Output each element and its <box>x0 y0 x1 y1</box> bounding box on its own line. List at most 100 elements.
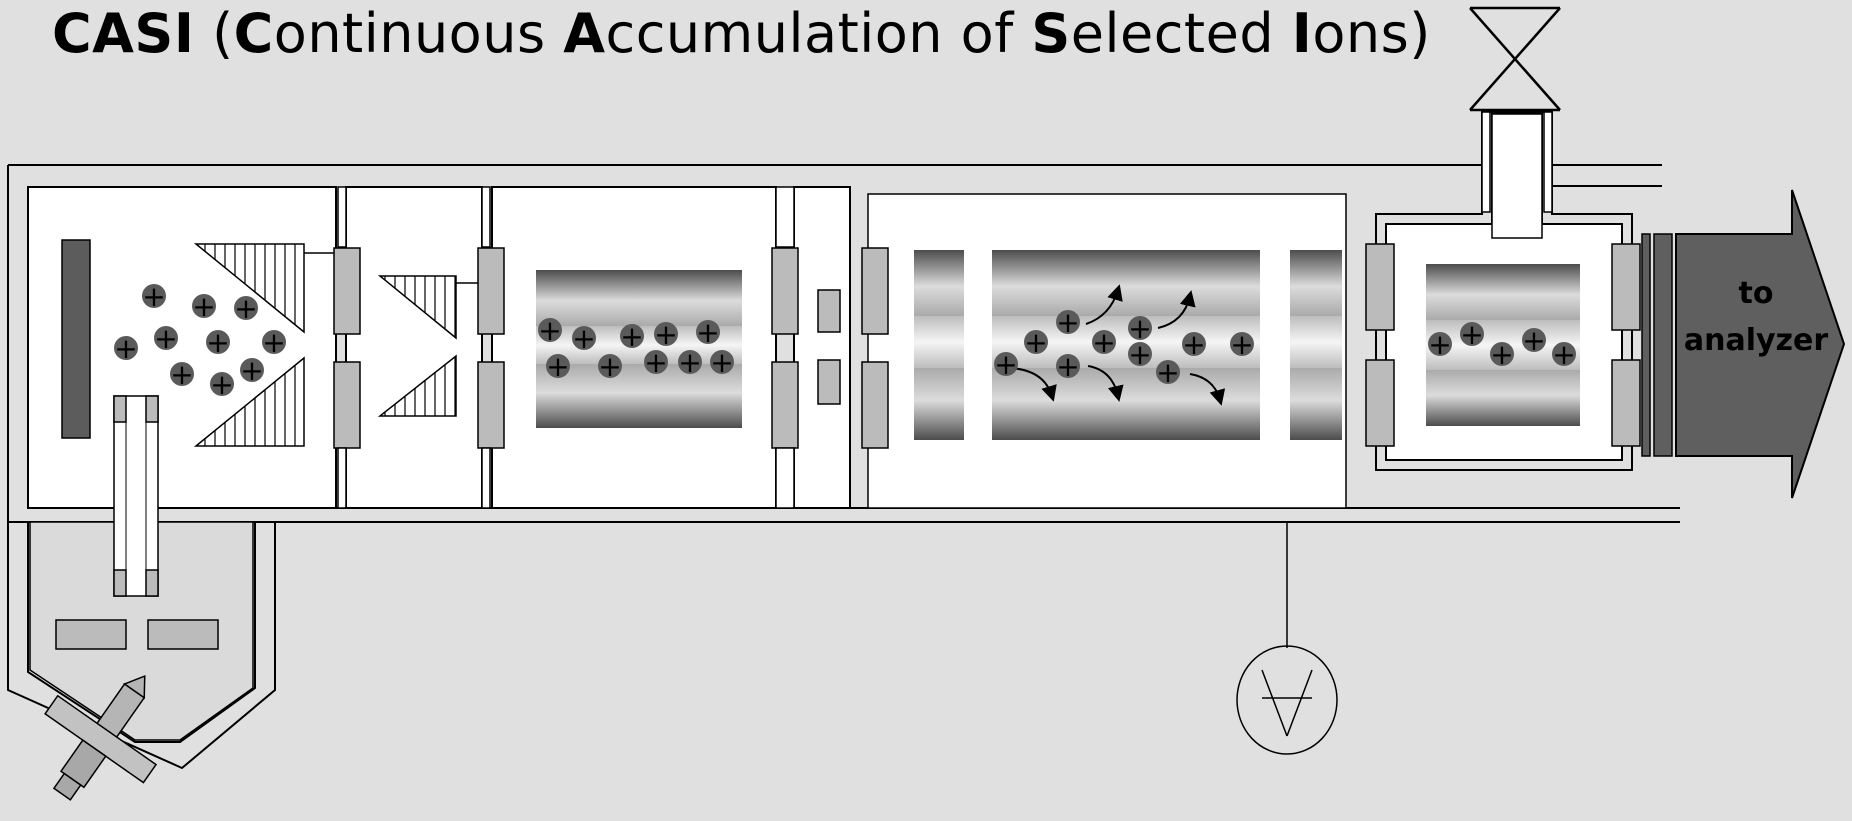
ion-charge-label: + <box>1230 328 1253 361</box>
ion-charge-label: + <box>1490 338 1513 371</box>
page-title: CASI (Continuous Accumulation of Selecte… <box>52 2 1431 65</box>
ion-charge-label: + <box>1428 328 1451 361</box>
ion: + <box>210 368 234 401</box>
ion-charge-label: + <box>210 368 233 401</box>
ion: + <box>1490 338 1514 371</box>
lens-electrodes <box>333 243 1641 449</box>
ion-charge-label: + <box>1156 356 1179 389</box>
filament-left <box>55 619 127 650</box>
ion-charge-label: + <box>114 332 137 365</box>
sample-probe-icon <box>44 674 158 801</box>
ion-charge-label: + <box>1056 350 1079 383</box>
ion: + <box>1182 328 1206 361</box>
ions-layer: +++++++++++++++++++++++++++++++++++ <box>114 280 1576 401</box>
ion: + <box>598 350 622 383</box>
funnel-upper <box>193 243 305 334</box>
pump-line <box>1491 113 1543 239</box>
repeller-electrode <box>61 239 91 439</box>
ion: + <box>654 318 678 351</box>
ion: + <box>538 314 562 347</box>
ion-charge-label: + <box>1522 324 1545 357</box>
separator-tubes <box>337 186 795 509</box>
ion-charge-label: + <box>1552 338 1575 371</box>
ion-charge-label: + <box>170 358 193 391</box>
ion-charge-label: + <box>654 318 677 351</box>
ion-charge-label: + <box>598 350 621 383</box>
quadrupole-postfilter <box>1290 250 1342 440</box>
ion-charge-label: + <box>142 280 165 313</box>
ion: + <box>644 346 668 379</box>
ion-charge-label: + <box>546 350 569 383</box>
ion-charge-label: + <box>678 346 701 379</box>
analyzer-label-line1: to <box>1739 276 1774 311</box>
ion: + <box>192 290 216 323</box>
bowtie-valve-icon <box>1469 6 1561 112</box>
ion: + <box>546 350 570 383</box>
ion-charge-label: + <box>710 346 733 379</box>
funnel2-upper <box>377 275 457 340</box>
ion-charge-label: + <box>994 348 1017 381</box>
ion: + <box>1428 328 1452 361</box>
ion-charge-label: + <box>206 326 229 359</box>
detector-plates <box>1641 233 1673 457</box>
ion-charge-label: + <box>1128 312 1151 345</box>
funnel-lower <box>193 356 305 447</box>
ion: + <box>1460 318 1484 351</box>
ion-source-region <box>29 521 254 741</box>
to-analyzer-arrow <box>1675 189 1846 499</box>
ion: + <box>710 346 734 379</box>
ion-charge-label: + <box>234 292 257 325</box>
funnel2-lower <box>377 354 457 417</box>
ion: + <box>206 326 230 359</box>
ion: + <box>1128 312 1152 345</box>
ion: + <box>1230 328 1254 361</box>
ion: + <box>1552 338 1576 371</box>
ion: + <box>142 280 166 313</box>
ion: + <box>234 292 258 325</box>
ion-charge-label: + <box>1092 326 1115 359</box>
analyzer-label-line2: analyzer <box>1684 323 1828 358</box>
ion-charge-label: + <box>644 346 667 379</box>
ion: + <box>262 326 286 359</box>
ion: + <box>154 322 178 355</box>
ion-charge-label: + <box>620 320 643 353</box>
pump-line-wall-left <box>1481 111 1491 213</box>
ion: + <box>1092 326 1116 359</box>
ion: + <box>1056 306 1080 339</box>
filament-right <box>147 619 219 650</box>
ion: + <box>1056 350 1080 383</box>
ion-charge-label: + <box>240 354 263 387</box>
ion: + <box>994 348 1018 381</box>
interface-slot <box>793 186 851 509</box>
rf-rod-upper <box>536 270 742 326</box>
interface-lens-upper <box>817 289 841 333</box>
ion: + <box>572 322 596 355</box>
ion-charge-label: + <box>572 322 595 355</box>
ion: + <box>114 332 138 365</box>
ion-trajectory-arrows <box>1009 284 1226 406</box>
pump-line-wall-right <box>1543 111 1553 213</box>
ion: + <box>240 354 264 387</box>
ion-charge-label: + <box>1182 328 1205 361</box>
ion: + <box>1128 338 1152 371</box>
ion: + <box>696 316 720 349</box>
ion: + <box>678 346 702 379</box>
ion-charge-label: + <box>696 316 719 349</box>
pressure-gauge-icon <box>1236 645 1338 755</box>
chamber-funnel <box>345 186 483 509</box>
ion-charge-label: + <box>154 322 177 355</box>
ion: + <box>620 320 644 353</box>
ion: + <box>1024 326 1048 359</box>
ion-charge-label: + <box>262 326 285 359</box>
rf-rod-lower <box>536 364 742 428</box>
ion-charge-label: + <box>1024 326 1047 359</box>
ion-charge-label: + <box>1056 306 1079 339</box>
ion-charge-label: + <box>538 314 561 347</box>
ion-charge-label: + <box>192 290 215 323</box>
interface-lens-lower <box>817 359 841 405</box>
ion: + <box>170 358 194 391</box>
quadrupole-prefilter <box>914 250 964 440</box>
ion-charge-label: + <box>1460 318 1483 351</box>
ion: + <box>1522 324 1546 357</box>
